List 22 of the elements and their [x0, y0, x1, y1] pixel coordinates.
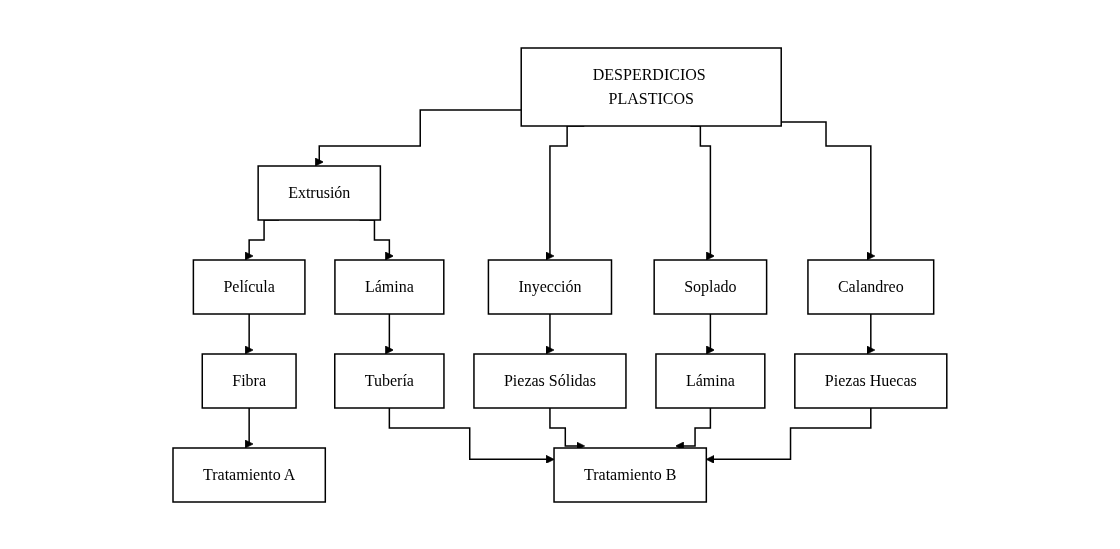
- node-box: Piezas Huecas: [794, 352, 948, 409]
- node-box: DESPERDICIOS PLASTICOS: [520, 46, 783, 127]
- arrow: [545, 312, 555, 354]
- node-box: Tratamiento A: [172, 446, 327, 503]
- arrow: [706, 312, 715, 354]
- arrow: [244, 406, 254, 448]
- node-box: Fibra: [201, 352, 297, 409]
- node-box: Película: [192, 258, 306, 315]
- arrow: [385, 312, 394, 354]
- node-box: Extrusión: [257, 164, 382, 221]
- node-box: Tubería: [334, 352, 445, 409]
- node-box: Piezas Sólidas: [473, 352, 627, 409]
- arrow: [866, 312, 876, 354]
- node-box: Lámina: [334, 258, 445, 315]
- node-box: Calandreo: [807, 258, 935, 315]
- arrow: [780, 120, 876, 260]
- node-box: Tratamiento B: [553, 446, 708, 503]
- node-box: Inyección: [487, 258, 613, 315]
- node-box: Lámina: [655, 352, 766, 409]
- arrow: [244, 312, 254, 354]
- arrow: [388, 406, 555, 464]
- node-box: Soplado: [653, 258, 768, 315]
